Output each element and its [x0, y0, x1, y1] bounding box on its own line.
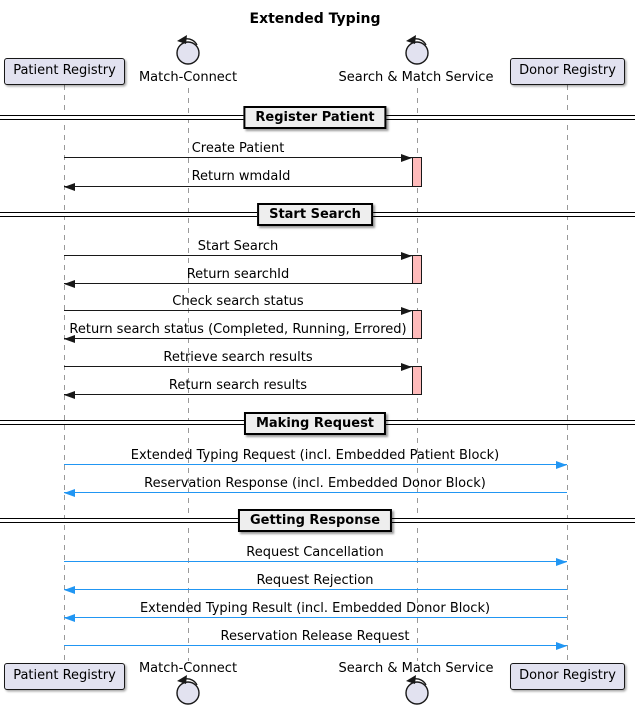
arrowhead-left [64, 391, 75, 399]
arrowhead-left [64, 586, 75, 594]
arrowhead-left [64, 280, 75, 288]
message-arrow [64, 307, 412, 315]
message-arrow [64, 614, 567, 622]
control-icon [176, 675, 200, 705]
message-label: Extended Typing Result (incl. Embedded D… [139, 601, 491, 616]
lifeline-patient-registry [64, 85, 65, 663]
arrowhead-left [64, 183, 75, 191]
control-icon [405, 675, 429, 705]
message-label: Extended Typing Request (incl. Embedded … [130, 448, 500, 463]
message-label: Request Cancellation [246, 545, 384, 560]
control-icon [176, 35, 200, 65]
message-arrow [64, 558, 567, 566]
arrowhead-right [556, 558, 567, 566]
section-making-request: Making Request [243, 412, 387, 435]
message-arrow [64, 183, 412, 191]
message-arrow [64, 391, 412, 399]
participant-match-connect-bottom: Match-Connect [138, 661, 238, 676]
participant-patient-registry-top: Patient Registry [4, 58, 125, 85]
activation-bar [412, 255, 422, 284]
message-arrow [64, 280, 412, 288]
message-arrow [64, 363, 412, 371]
message-label: Reservation Release Request [220, 629, 410, 644]
arrowhead-right [556, 461, 567, 469]
message-arrow [64, 461, 567, 469]
section-start-search: Start Search [257, 203, 373, 226]
message-label: Request Rejection [256, 573, 374, 588]
activation-bar [412, 310, 422, 339]
arrowhead-left [64, 335, 75, 343]
arrowhead-right [401, 363, 412, 371]
section-getting-response: Getting Response [237, 509, 393, 532]
message-arrow [64, 489, 567, 497]
activation-bar [412, 366, 422, 395]
message-label: Check search status [172, 294, 304, 309]
participant-search-match-service-top: Search & Match Service [338, 70, 494, 85]
diagram-title: Extended Typing [249, 11, 381, 27]
message-arrow [64, 335, 412, 343]
message-label: Return wmdaId [191, 169, 291, 184]
arrowhead-right [401, 307, 412, 315]
arrowhead-left [64, 614, 75, 622]
message-label: Return searchId [186, 267, 290, 282]
lifeline-match-connect [188, 88, 189, 661]
message-label: Return search results [168, 378, 308, 393]
lifeline-donor-registry [567, 85, 568, 663]
arrowhead-left [64, 489, 75, 497]
arrowhead-right [401, 252, 412, 260]
message-arrow [64, 252, 412, 260]
arrowhead-right [556, 642, 567, 650]
message-label: Create Patient [191, 141, 285, 156]
message-arrow [64, 586, 567, 594]
arrowhead-right [401, 154, 412, 162]
message-arrow [64, 154, 412, 162]
participant-match-connect-top: Match-Connect [138, 70, 238, 85]
participant-donor-registry-bottom: Donor Registry [510, 663, 625, 690]
participant-donor-registry-top: Donor Registry [510, 58, 625, 85]
participant-patient-registry-bottom: Patient Registry [4, 663, 125, 690]
message-label: Start Search [197, 239, 279, 254]
message-arrow [64, 642, 567, 650]
activation-bar [412, 157, 422, 187]
participant-search-match-service-bottom: Search & Match Service [338, 661, 494, 676]
control-icon [405, 35, 429, 65]
message-label: Return search status (Completed, Running… [69, 322, 407, 337]
message-label: Reservation Response (incl. Embedded Don… [144, 476, 486, 491]
section-register-patient: Register Patient [243, 106, 387, 129]
message-label: Retrieve search results [163, 350, 313, 365]
